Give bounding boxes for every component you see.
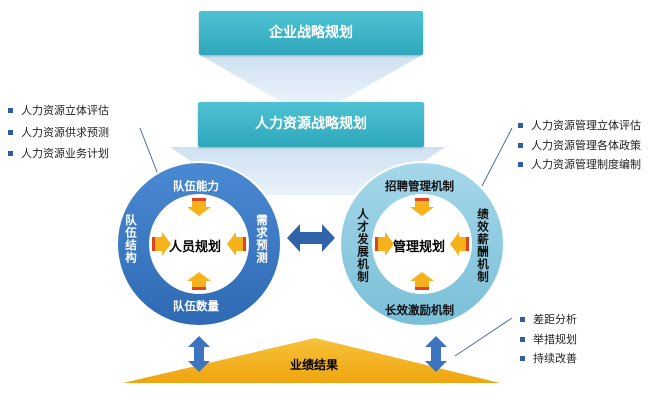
double-arrow-horizontal [287,224,335,252]
bottom-note-1: 差距分析 [520,311,577,327]
bullet-icon [520,316,525,322]
left-ring-bottom: 队伍数量 [173,299,219,313]
left-ring-right: 需求预测 [255,214,269,264]
bottom-note-2: 举措规划 [520,331,577,347]
bullet-icon [8,150,13,156]
left-ring-arrow-tips [152,198,246,290]
right-note-1: 人力资源管理立体评估 [518,117,641,133]
enterprise-strategy-label: 企业战略规划 [269,25,353,41]
left-ring-top: 队伍能力 [173,179,219,193]
left-ring-inner [149,194,249,294]
left-note-3: 人力资源业务计划 [8,145,109,161]
right-ring-arrow-tips [375,198,469,290]
left-ring-arrows [155,200,243,288]
right-ring-right: 绩效薪酬机制 [476,208,490,283]
enterprise-strategy-box: 企业战略规划 [199,11,423,55]
right-ring-left: 人才发展机制 [356,208,370,283]
left-note-2: 人力资源供求预测 [8,124,109,140]
bullet-icon [520,336,525,342]
leader-bottom [454,317,513,357]
result-label: 业绩结果 [290,358,339,372]
right-note-2: 人力资源管理各体政策 [518,137,641,153]
bullet-icon [8,129,13,135]
right-ring-bottom: 长效激励机制 [385,303,454,317]
right-ring-inner [372,194,472,294]
hr-strategy-box: 人力资源战略规划 [198,102,424,147]
funnel-upper [200,55,422,102]
right-note-3: 人力资源管理制度编制 [518,156,641,172]
right-ring-arrows [378,200,466,288]
hr-strategy-label: 人力资源战略规划 [255,116,367,132]
result-triangle [123,338,500,383]
leader-right [481,127,513,187]
bottom-note-3: 持续改善 [520,350,577,366]
bullet-icon [8,107,13,113]
bullet-icon [518,161,523,167]
bullet-icon [518,142,523,148]
double-arrow-right [425,336,447,372]
left-ring-left: 队伍结构 [124,214,138,264]
double-arrow-left [188,336,210,372]
bullet-icon [520,355,525,361]
right-ring-top: 招聘管理机制 [385,179,454,193]
left-ring-center: 人员规划 [169,240,222,255]
right-ring-center: 管理规划 [393,240,446,255]
bullet-icon [518,122,523,128]
left-note-1: 人力资源立体评估 [8,102,109,118]
